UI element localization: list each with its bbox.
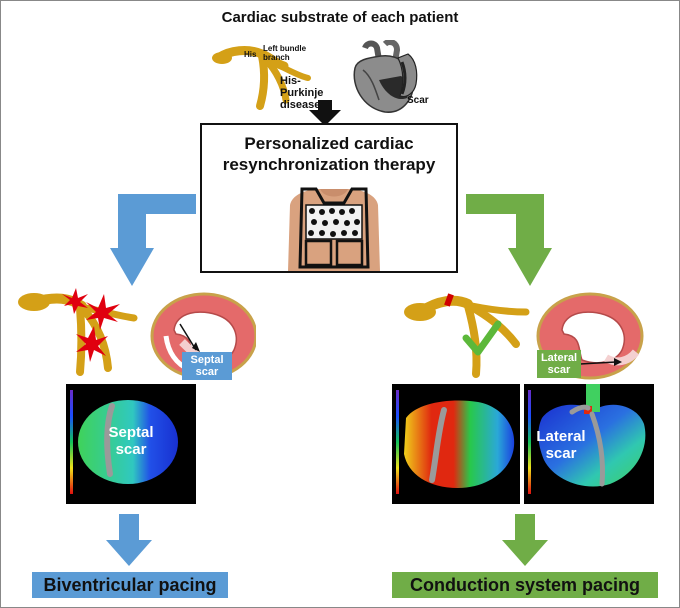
his-label: His: [244, 50, 257, 59]
left-down-arrow: [106, 514, 152, 566]
ecg-vest-torso: [288, 187, 380, 271]
scar-label: Scar: [407, 95, 429, 106]
his-purkinje-paced-right: [404, 293, 530, 378]
block-lesion-icon: [76, 326, 108, 362]
block-lesion-icon: [86, 294, 120, 330]
septal-scar-tag: Septal scar: [182, 352, 232, 380]
left-branch-arrow: [110, 194, 196, 286]
scar-wall-slice: [397, 53, 418, 98]
check-icon: [462, 320, 502, 356]
biventricular-pacing-label: Biventricular pacing: [32, 572, 228, 598]
personalized-crt-box: Personalized cardiac resynchronization t…: [200, 123, 458, 273]
lateral-scar-tag: Lateral scar: [537, 350, 581, 378]
activation-map-right-1: [392, 384, 520, 504]
right-down-arrow: [502, 514, 548, 566]
his-purkinje-block-left: [18, 288, 138, 376]
activation-map-left: Septal scar: [66, 384, 196, 504]
right-branch-arrow: [466, 194, 552, 286]
lateral-scar-map-label: Lateral scar: [536, 428, 586, 462]
conduction-system-pacing-label: Conduction system pacing: [392, 572, 658, 598]
left-bundle-branch-label: Left bundle branch: [263, 44, 307, 62]
heart-cross-section-septal: [150, 292, 256, 380]
down-arrow-icon: [309, 100, 341, 126]
anatomical-heart: [353, 40, 414, 113]
block-lesion-icon: [62, 288, 88, 314]
box-title: Personalized cardiac resynchronization t…: [222, 134, 436, 174]
figure-title: Cardiac substrate of each patient: [221, 9, 459, 26]
septal-scar-map-label: Septal scar: [108, 424, 154, 458]
activation-map-right-2: Lateral scar: [524, 384, 654, 504]
his-purkinje-disease-label: His-Purkinje disease: [280, 75, 324, 111]
his-purkinje-diagram: [212, 46, 311, 110]
